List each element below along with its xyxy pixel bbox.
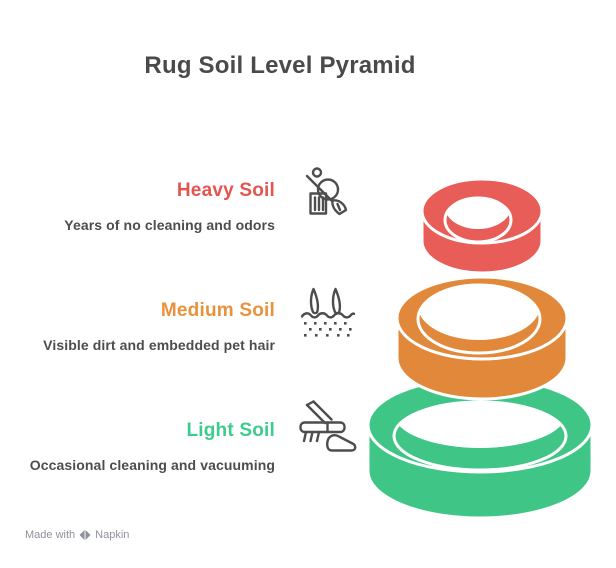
- level-description-medium-soil: Visible dirt and embedded pet hair: [43, 336, 275, 353]
- level-block-light-soil: Light Soil Occasional cleaning and vacuu…: [0, 420, 275, 473]
- level-label-medium-soil: Medium Soil: [160, 300, 275, 321]
- embedded-pet-hair-icon: [300, 287, 356, 344]
- level-block-medium-soil: Medium Soil Visible dirt and embedded pe…: [0, 300, 275, 353]
- ring-light: [366, 376, 594, 520]
- level-label-heavy-soil: Heavy Soil: [176, 180, 275, 201]
- level-block-heavy-soil: Heavy Soil Years of no cleaning and odor…: [0, 180, 275, 233]
- made-with-napkin-watermark[interactable]: Made with Napkin: [25, 529, 129, 541]
- napkin-logo-icon: [79, 529, 91, 541]
- vacuum-cleaner-icon: [298, 400, 360, 459]
- page-title: Rug Soil Level Pyramid: [144, 52, 416, 79]
- level-description-heavy-soil: Years of no cleaning and odors: [64, 216, 275, 233]
- no-cleaning-broom-bin-icon: [302, 164, 354, 229]
- ring-heavy: [420, 177, 544, 275]
- watermark-brand: Napkin: [95, 529, 130, 541]
- level-description-light-soil: Occasional cleaning and vacuuming: [29, 456, 275, 473]
- ring-medium: [395, 275, 569, 401]
- level-label-light-soil: Light Soil: [186, 420, 275, 441]
- watermark-prefix: Made with: [25, 529, 76, 541]
